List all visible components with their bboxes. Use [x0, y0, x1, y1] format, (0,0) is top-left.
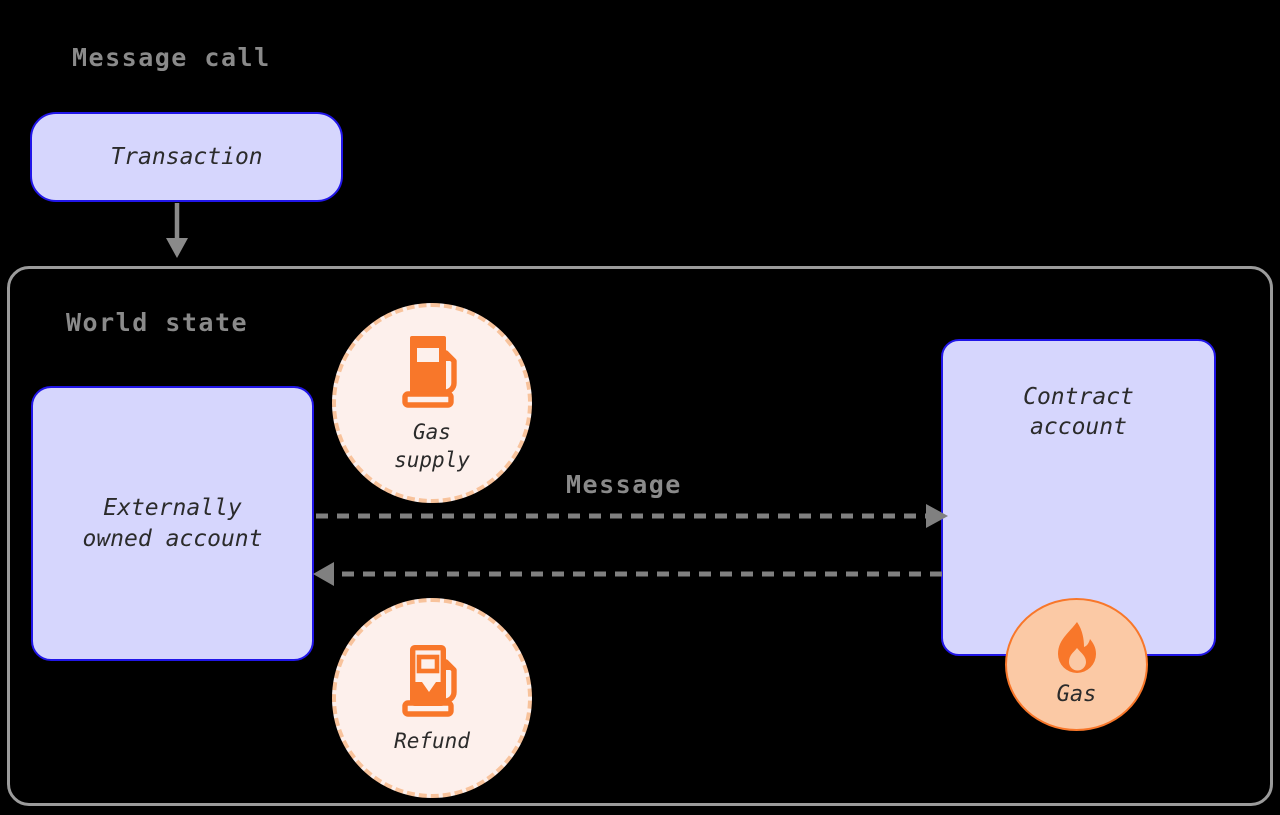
refund-label: Refund: [394, 729, 470, 754]
gas-pump-full-icon: [402, 336, 457, 408]
world-state-title: World state: [66, 308, 249, 337]
gas-supply-node[interactable]: Gas supply: [332, 303, 532, 503]
flame-icon: [1057, 621, 1096, 673]
transaction-node[interactable]: Transaction: [30, 112, 343, 202]
gas-badge[interactable]: Gas: [1005, 598, 1148, 731]
message-call-title: Message call: [72, 43, 271, 72]
message-edge-label: Message: [566, 470, 682, 499]
transaction-label: Transaction: [110, 143, 263, 170]
externally-owned-account-label: Externally owned account: [82, 495, 263, 552]
gas-label: Gas: [1056, 681, 1097, 707]
externally-owned-account-node[interactable]: Externally owned account: [31, 386, 314, 661]
world-state-container: [7, 266, 1273, 806]
edge-transaction-to-world-state: [166, 203, 188, 258]
gas-pump-partial-icon: [402, 645, 457, 717]
contract-account-label: Contract account: [1023, 384, 1134, 441]
refund-node[interactable]: Refund: [332, 598, 532, 798]
gas-supply-label: Gas supply: [394, 420, 470, 472]
